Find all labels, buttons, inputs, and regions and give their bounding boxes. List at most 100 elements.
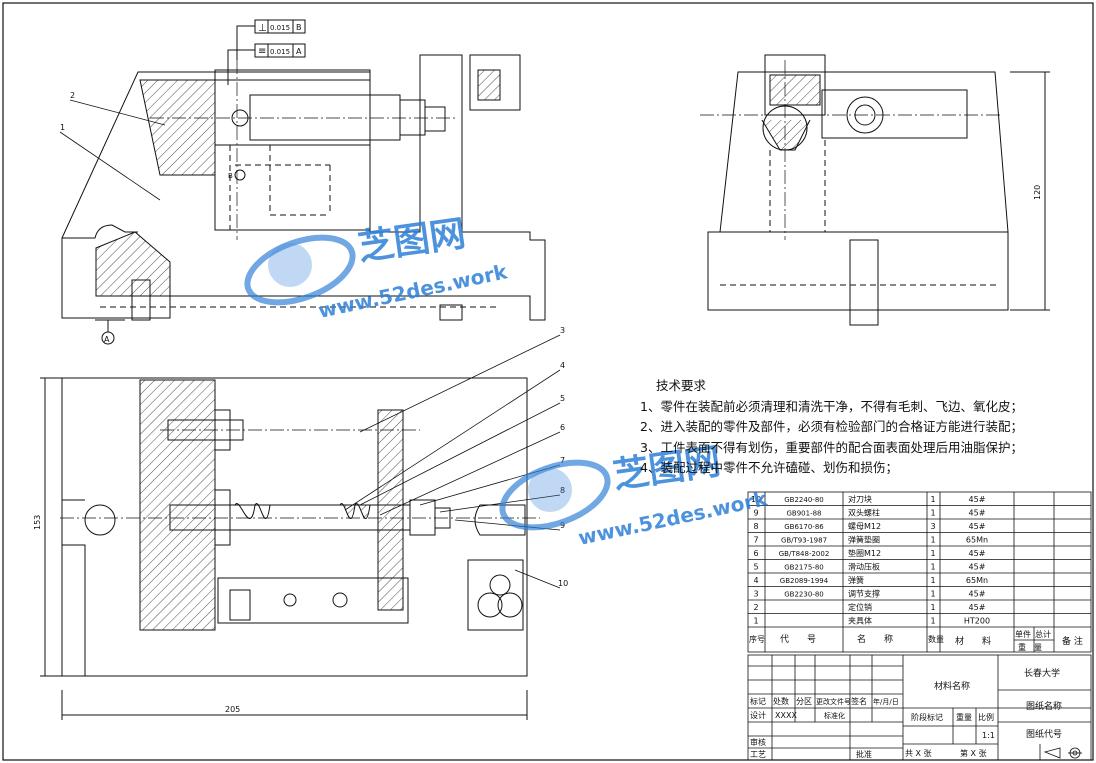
tb-scale: 比例 (978, 712, 994, 722)
tech-requirement-3: 3、工件表面不得有划伤，重要部件的配合面表面处理后用油脂保护； (640, 439, 1023, 455)
bom-cell-qty: 1 (930, 536, 935, 545)
bom-head-no: 序号 (749, 634, 765, 644)
leader-3: 3 (560, 326, 565, 335)
tech-requirement-4: 4、装配过程中零件不允许磕碰、划伤和损伤； (640, 460, 898, 475)
bom-cell-code: GB2240-80 (784, 496, 823, 504)
bom-cell-qty: 1 (930, 603, 935, 612)
bom-cell-material: 65Mn (966, 576, 988, 585)
tb-drawing-name: 图纸名称 (1026, 700, 1062, 712)
bom-cell-qty: 3 (930, 522, 935, 531)
bom-cell-material: 65Mn (966, 536, 988, 545)
bom-cell-code: GB2175-80 (784, 564, 823, 572)
bom-cell-material: 45# (969, 495, 986, 504)
bom-cell-no: 5 (753, 563, 758, 572)
bom-cell-no: 3 (753, 590, 758, 599)
tb-change-doc: 更改文件号 (816, 697, 851, 706)
bom-cell-material: HT200 (964, 617, 990, 626)
bom-cell-qty: 1 (930, 549, 935, 558)
tb-marks: 标记 (750, 696, 766, 706)
bom-cell-no: 8 (753, 522, 758, 531)
tb-standardize: 标准化 (824, 711, 845, 720)
watermark-brand-top: 芝图网 (356, 213, 469, 269)
bom-head-unit: 单件 (1015, 629, 1031, 639)
leader-5: 5 (560, 394, 565, 403)
tb-sheet-no: 第 X 张 (960, 748, 987, 758)
tol-1-value: 0.015 (270, 24, 290, 32)
bom-cell-name: 弹簧垫圈 (848, 535, 880, 545)
bom-cell-qty: 1 (930, 617, 935, 626)
bom-cell-no: 2 (753, 603, 758, 612)
plan-view (40, 377, 540, 720)
bom-cell-qty: 1 (930, 590, 935, 599)
tb-material-name: 材料名称 (934, 680, 970, 692)
bom-cell-code: GB6170-86 (784, 523, 824, 531)
tb-design: 设计 (750, 710, 766, 720)
bom-cell-qty: 1 (930, 509, 935, 518)
tb-process: 工艺 (750, 750, 766, 759)
leader-9: 9 (560, 521, 565, 530)
tb-designer: XXXX (775, 711, 797, 720)
bom-cell-name: 滑动压板 (848, 562, 880, 572)
bom-cell-name: 调节支撑 (848, 589, 880, 599)
leader-8: 8 (560, 486, 565, 495)
tech-requirement-2: 2、进入装配的零件及部件，必须有检验部门的合格证方能进行装配； (640, 419, 1023, 434)
bom-cell-material: 45# (969, 590, 986, 599)
bom-cell-no: 9 (753, 509, 758, 518)
bom-head-weight: 重 量 (1018, 642, 1042, 652)
dim-height-right: 120 (1033, 185, 1042, 200)
bom-cell-material: 45# (969, 563, 986, 572)
bom-head-name: 名 称 (857, 633, 893, 645)
bom-row-lines (748, 505, 1091, 628)
tolerance-frame-2 (227, 43, 306, 85)
bom-head-remark: 备 注 (1062, 635, 1083, 647)
bom-head-total: 总计 (1035, 629, 1051, 639)
bom-cell-material: 45# (969, 549, 986, 558)
tolerance-frame-1 (236, 19, 306, 60)
tech-requirements-title: 技术要求 (656, 378, 707, 393)
title-block-grid (747, 654, 1092, 761)
bom-cell-no: 7 (753, 536, 758, 545)
bom-cell-qty: 1 (930, 576, 935, 585)
bom-cell-name: 对刀块 (848, 494, 872, 504)
bom-cell-name: 定位销 (848, 602, 872, 612)
projection-symbol-icon (1043, 747, 1082, 759)
bom-cell-name: 夹具体 (848, 616, 872, 626)
datum-a-label: A (104, 335, 110, 344)
bom-cell-name: 螺母M12 (848, 521, 881, 531)
leader-4: 4 (560, 361, 565, 370)
tol-1-symbol: ⊥ (258, 23, 267, 34)
dim-width-plan: 205 (225, 705, 240, 714)
tech-requirements: 技术要求 1、零件在装配前必须清理和清洗干净，不得有毛刺、飞边、氧化皮； 2、进… (640, 376, 1090, 479)
bom-cell-no: 10 (751, 495, 761, 504)
tol-2-symbol: ≡ (258, 46, 266, 57)
leader-10: 10 (558, 579, 568, 588)
tb-stage-mark: 阶段标记 (911, 712, 943, 722)
tol-1-datum: B (296, 23, 302, 32)
bom-cell-code: GB901-88 (786, 510, 821, 518)
leader-lines-plan (344, 334, 561, 589)
tb-sheets-total: 共 X 张 (905, 749, 932, 758)
bom-cell-material: 45# (969, 603, 986, 612)
tb-weight: 重量 (956, 712, 972, 722)
tol-2-datum: A (296, 47, 302, 56)
bom-cell-code: GB/T848-2002 (779, 550, 830, 558)
leader-lines-front (59, 99, 166, 201)
tb-signature: 签名 (851, 696, 867, 706)
tb-scale-value: 1:1 (982, 731, 995, 740)
leader-7: 7 (560, 456, 565, 465)
bom-cell-code: GB2230-80 (784, 591, 823, 599)
tol-2-value: 0.015 (270, 48, 290, 56)
bom-cell-no: 6 (753, 549, 758, 558)
bom-cell-name: 垫圈M12 (848, 548, 881, 558)
bom-head-material: 材 料 (955, 635, 991, 647)
dim-height-plan: 153 (33, 515, 42, 530)
leader-1: 1 (60, 123, 65, 132)
bom-cell-material: 45# (969, 509, 986, 518)
bom-cell-name: 弹簧 (848, 575, 864, 585)
side-view (700, 54, 1050, 326)
tb-zone: 分区 (796, 697, 812, 706)
tb-approve: 批准 (856, 749, 872, 759)
